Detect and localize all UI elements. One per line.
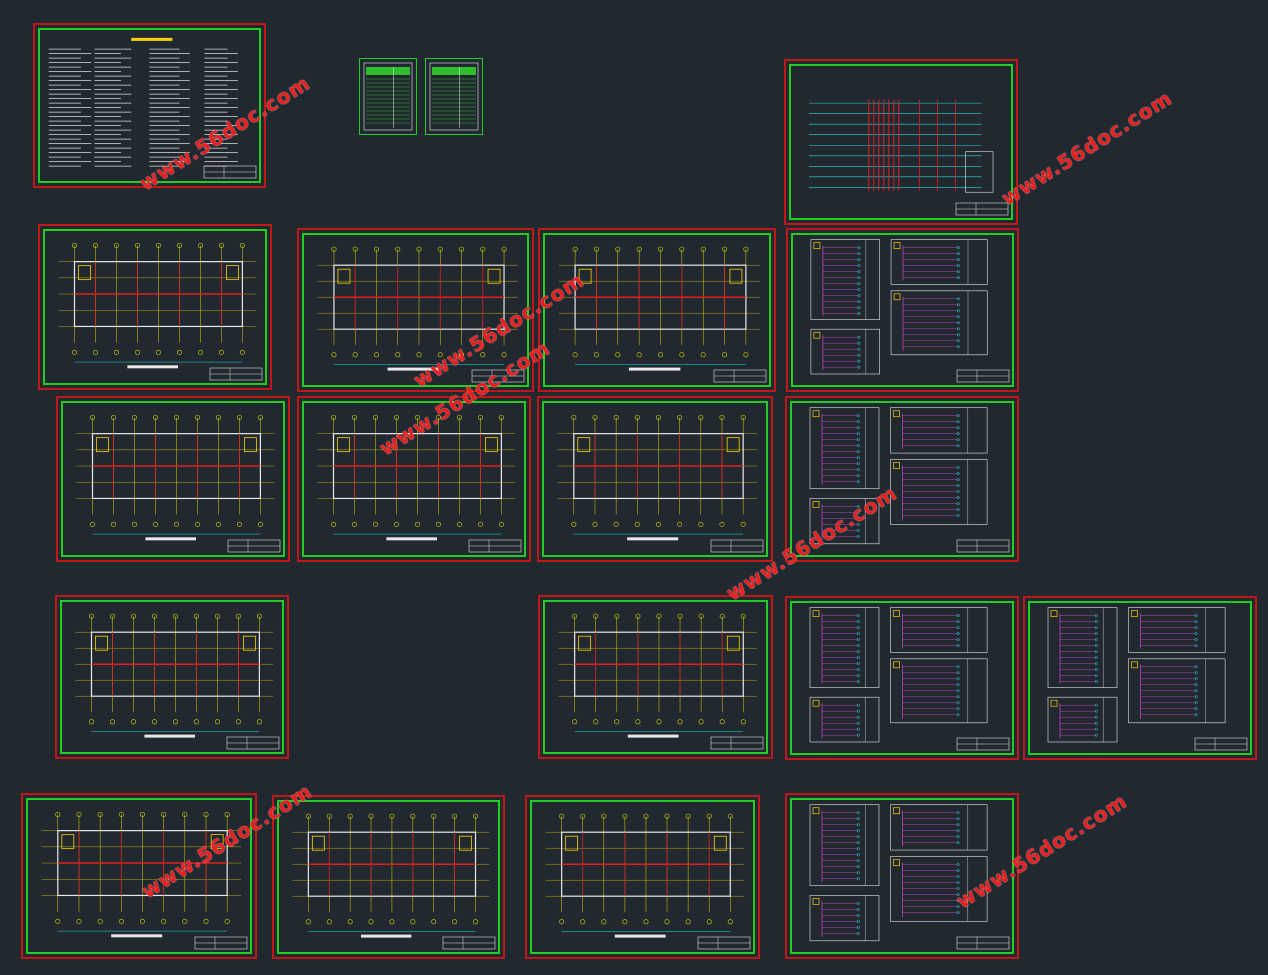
panel-drawing: [810, 239, 1010, 383]
legend-table-a-drawing: [363, 62, 413, 131]
plan-drawing: [75, 613, 280, 750]
sheet-legend-table-a[interactable]: [359, 58, 417, 135]
sheet-design-notes[interactable]: [33, 23, 266, 188]
plan-drawing: [317, 246, 525, 383]
sheet-plan-1-power[interactable]: [297, 228, 534, 392]
sheet-legend-table-b[interactable]: [425, 58, 483, 135]
riser-drawing: [809, 99, 1009, 216]
plan-drawing: [58, 242, 263, 381]
sheet-distribution-3[interactable]: [785, 596, 1019, 760]
legend-table-b-drawing: [429, 62, 479, 131]
plan-drawing: [292, 813, 496, 950]
plan-drawing: [76, 414, 281, 553]
sheet-distribution-4[interactable]: [1023, 596, 1257, 760]
panel-drawing: [1047, 607, 1248, 751]
sheet-plan-1-weak[interactable]: [538, 228, 776, 392]
panel-drawing: [809, 804, 1010, 950]
sheet-distribution-2[interactable]: [785, 396, 1019, 562]
sheet-distribution-5[interactable]: [785, 793, 1019, 959]
plan-drawing: [558, 246, 767, 383]
sheet-plan-1-lighting[interactable]: [38, 224, 272, 390]
plan-drawing: [558, 613, 764, 750]
design-notes-drawing: [48, 37, 257, 179]
sheet-plan-3-lighting[interactable]: [55, 595, 289, 759]
plan-drawing: [317, 414, 522, 553]
plan-drawing: [557, 414, 764, 553]
sheet-plan-roof-3[interactable]: [525, 795, 760, 959]
plan-drawing: [545, 813, 751, 950]
sheet-plan-roof-1[interactable]: [21, 793, 257, 959]
plan-drawing: [41, 811, 248, 950]
sheet-plan-roof-2[interactable]: [272, 795, 505, 959]
sheet-plan-2-lighting[interactable]: [56, 396, 290, 562]
sheet-plan-2-socket[interactable]: [537, 396, 773, 562]
sheet-riser-system-diagram[interactable]: [784, 59, 1018, 225]
panel-drawing: [809, 607, 1010, 751]
panel-drawing: [809, 407, 1010, 553]
sheet-distribution-1[interactable]: [786, 228, 1019, 392]
sheet-plan-3-power[interactable]: [538, 595, 773, 759]
watermark-text: www.56doc.com: [997, 85, 1177, 211]
sheet-plan-2-power[interactable]: [297, 396, 531, 562]
